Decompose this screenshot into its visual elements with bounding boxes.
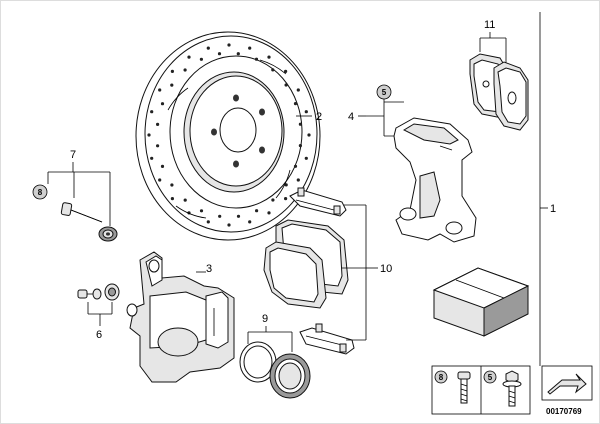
drill-hole [284, 69, 288, 73]
callout-6-label: 6 [96, 329, 102, 341]
drill-hole [236, 214, 241, 218]
drill-hole [170, 83, 174, 87]
callout-7-bracket [47, 162, 111, 226]
dust-boot [269, 353, 311, 399]
drill-hole [255, 209, 259, 213]
pad-spring-clip-upper [289, 187, 347, 217]
drill-hole [206, 220, 210, 224]
drill-hole [304, 110, 308, 114]
brake-caliper [126, 251, 235, 383]
wear-sensor-pad-set [469, 53, 529, 131]
callout-6-bracket [87, 302, 113, 326]
legend-number-right: 5 [488, 373, 493, 382]
drill-hole [150, 110, 154, 114]
drill-hole [267, 211, 271, 215]
callout-5-bubble-label: 5 [382, 88, 387, 97]
next-page-arrow[interactable] [541, 365, 593, 401]
drill-hole [183, 198, 187, 202]
drill-hole [156, 144, 160, 148]
caliper-bolt [60, 202, 103, 223]
drill-hole [170, 197, 174, 201]
drill-hole [170, 69, 174, 73]
piston-seal [239, 341, 277, 383]
drill-hole [227, 43, 231, 47]
repair-kit-box [432, 267, 530, 337]
callout-8-bubble [32, 184, 48, 200]
caliper-carrier [393, 117, 477, 243]
drill-hole [206, 46, 210, 50]
callout-10-label: 10 [380, 263, 392, 275]
callout-7-label: 7 [70, 149, 76, 161]
legend-small-parts: 8 5 [431, 365, 531, 415]
brake-disc [135, 31, 321, 241]
drill-hole [296, 88, 300, 92]
callout-11-label: 11 [484, 19, 495, 31]
drill-hole [298, 122, 302, 126]
drill-hole [284, 83, 288, 87]
drill-hole [304, 156, 308, 160]
drill-hole [158, 178, 162, 182]
drill-hole [160, 102, 165, 106]
callout-4-label: 4 [348, 111, 354, 123]
drill-hole [199, 57, 203, 61]
drill-hole [227, 223, 231, 227]
callout-9-label: 9 [262, 313, 268, 325]
drill-hole [284, 197, 288, 201]
reference-number: 00170769 [546, 407, 582, 416]
drill-hole [147, 133, 151, 137]
drill-hole [296, 178, 300, 182]
legend-number-left: 8 [439, 373, 444, 382]
drill-hole [199, 209, 204, 213]
drill-hole [293, 102, 298, 106]
callout-11-bracket [479, 32, 507, 64]
brake-pad-outer [263, 241, 327, 309]
callout-1-label: 1 [550, 203, 556, 215]
drill-hole [236, 52, 240, 56]
drill-hole [158, 88, 162, 92]
legend-bolt [457, 371, 471, 404]
guide-sleeve [98, 226, 118, 242]
bleeder-cap [104, 283, 120, 301]
drill-hole [218, 214, 222, 218]
drill-hole [293, 164, 298, 168]
drill-hole [284, 183, 288, 187]
callout-1-bracket [539, 12, 548, 366]
pad-spring-clip-lower [299, 323, 355, 355]
legend-hex-bolt [502, 370, 522, 407]
bleeder-screw [77, 288, 102, 300]
drill-hole [183, 68, 187, 72]
callout-8-bubble-label: 8 [38, 188, 43, 197]
drill-hole [267, 55, 271, 59]
drill-hole [187, 55, 191, 59]
drill-hole [298, 144, 302, 148]
drill-hole [160, 164, 165, 168]
drill-hole [170, 183, 174, 187]
drill-hole [307, 133, 311, 137]
callout-3-label: 3 [206, 263, 212, 275]
callout-2-label: 2 [316, 111, 322, 123]
callout-9-bracket [247, 326, 293, 352]
drill-hole [254, 57, 259, 61]
drill-hole [248, 46, 252, 50]
disc-drill-holes [147, 43, 311, 227]
drill-hole [150, 156, 154, 160]
drill-hole [271, 68, 275, 72]
drill-hole [271, 198, 275, 202]
drill-hole [156, 122, 160, 126]
drill-hole [217, 52, 222, 56]
drill-hole [248, 220, 252, 224]
callout-10-bracket [342, 204, 378, 341]
